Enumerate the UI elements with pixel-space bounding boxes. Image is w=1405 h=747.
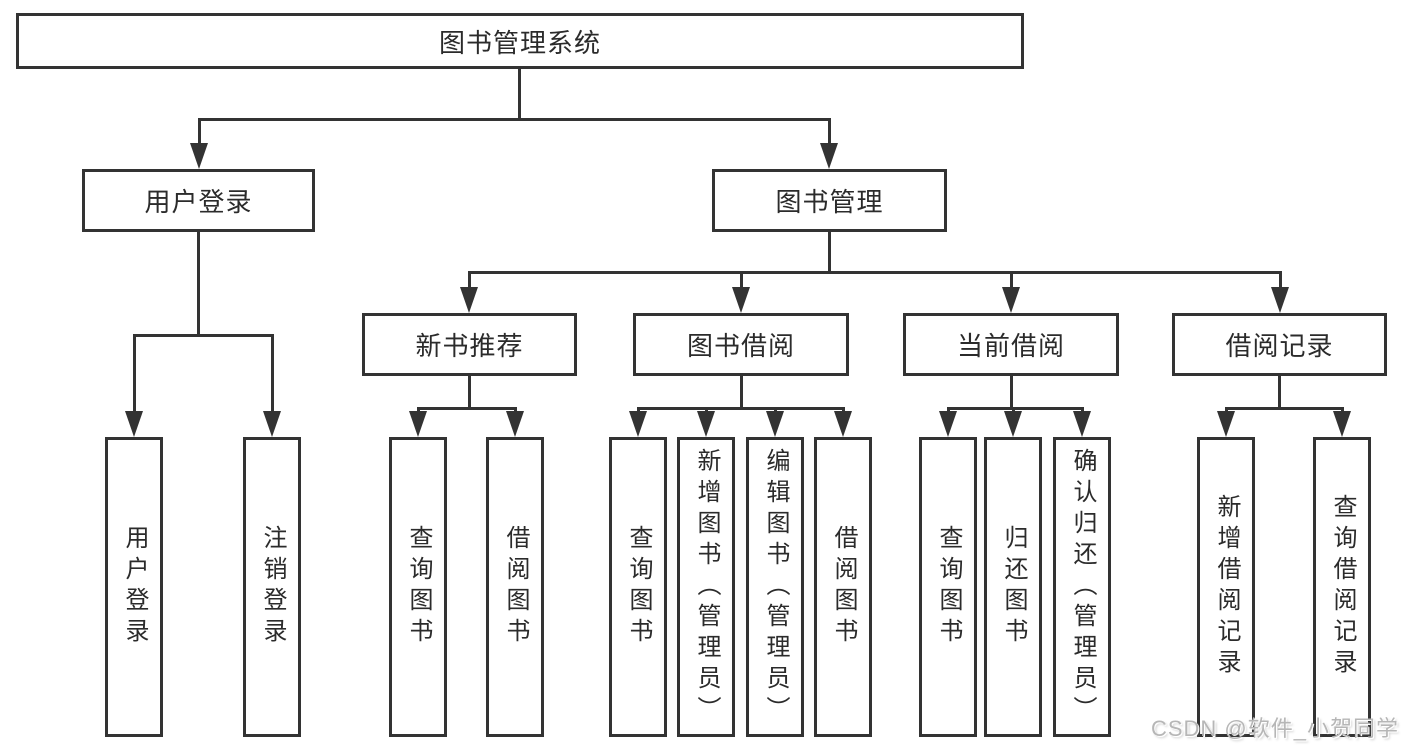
node-borrow-records: 借阅记录 — [1172, 313, 1387, 376]
connector-arrowhead — [732, 287, 750, 313]
leaf-records-query: 查询借阅记录 — [1313, 437, 1371, 737]
connector-arrowhead — [125, 411, 143, 437]
connector-arrowhead — [1333, 411, 1351, 437]
connector-currentborrow-stem — [1010, 374, 1013, 409]
connector-newbookrec-leafbranch — [417, 407, 517, 410]
connector-leaf-drop — [271, 334, 274, 414]
connector-userlogin-drop — [198, 118, 201, 148]
connector-arrowhead — [766, 411, 784, 437]
node-user-login: 用户登录 — [82, 169, 315, 232]
leaf-newbook-query: 查询图书 — [389, 437, 447, 737]
node-book-mgmt: 图书管理 — [712, 169, 947, 232]
leaf-user-login: 用户登录 — [105, 437, 163, 737]
connector-arrowhead — [629, 411, 647, 437]
connector-bookmgmt-drop — [828, 118, 831, 148]
connector-bookborrow-drop — [740, 271, 743, 291]
connector-bookmgmt-stem — [828, 230, 831, 274]
connector-userlogin-stem — [197, 230, 200, 336]
connector-bookborrow-leafbranch — [637, 407, 845, 410]
connector-currentborrow-drop — [1010, 271, 1013, 291]
connector-newbookrec-stem — [468, 374, 471, 409]
leaf-current-query: 查询图书 — [919, 437, 977, 737]
leaf-borrow-borrow: 借阅图书 — [814, 437, 872, 737]
connector-arrowhead — [1002, 287, 1020, 313]
connector-bookborrow-stem — [740, 374, 743, 409]
connector-arrowhead — [263, 411, 281, 437]
leaf-logout: 注销登录 — [243, 437, 301, 737]
leaf-records-add: 新增借阅记录 — [1197, 437, 1255, 737]
connector-arrowhead — [506, 411, 524, 437]
leaf-newbook-borrow: 借阅图书 — [486, 437, 544, 737]
node-current-borrow: 当前借阅 — [903, 313, 1119, 376]
leaf-borrow-add: 新增图书（管理员） — [677, 437, 735, 737]
node-book-borrow: 图书借阅 — [633, 313, 849, 376]
csdn-watermark: CSDN @软件_小贺同学 — [1150, 716, 1399, 741]
connector-arrowhead — [190, 143, 208, 169]
connector-userlogin-leafbranch — [133, 334, 274, 337]
leaf-current-return: 归还图书 — [984, 437, 1042, 737]
node-root: 图书管理系统 — [16, 13, 1024, 69]
connector-leaf-drop — [133, 334, 136, 414]
connector-root-stem — [518, 66, 521, 120]
connector-newbookrec-drop — [468, 271, 471, 291]
connector-level2-branch — [198, 118, 831, 121]
leaf-current-confirm: 确认归还（管理员） — [1053, 437, 1111, 737]
node-new-book-rec: 新书推荐 — [362, 313, 577, 376]
connector-arrowhead — [697, 411, 715, 437]
connector-arrowhead — [1004, 411, 1022, 437]
connector-borrowrecords-leafbranch — [1225, 407, 1344, 410]
connector-arrowhead — [939, 411, 957, 437]
connector-arrowhead — [1073, 411, 1091, 437]
connector-level3-branch — [468, 271, 1282, 274]
connector-arrowhead — [1217, 411, 1235, 437]
connector-arrowhead — [820, 143, 838, 169]
connector-borrowrecords-stem — [1278, 374, 1281, 409]
leaf-borrow-edit: 编辑图书（管理员） — [746, 437, 804, 737]
connector-currentborrow-leafbranch — [947, 407, 1084, 410]
connector-arrowhead — [834, 411, 852, 437]
connector-borrowrecords-drop — [1279, 271, 1282, 291]
connector-arrowhead — [409, 411, 427, 437]
connector-arrowhead — [460, 287, 478, 313]
connector-arrowhead — [1271, 287, 1289, 313]
leaf-borrow-query: 查询图书 — [609, 437, 667, 737]
